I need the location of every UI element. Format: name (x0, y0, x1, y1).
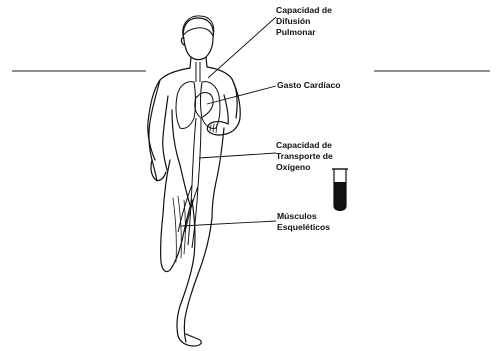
label-line: Transporte de (276, 151, 333, 162)
lung-left (176, 82, 196, 129)
label-line: Pulmonar (276, 27, 332, 38)
runner-arm-right (224, 79, 240, 134)
test-tube-icon (332, 169, 348, 211)
runner-foot (178, 334, 201, 346)
label-line: Capacidad de (276, 140, 333, 151)
leader-transporte (199, 153, 276, 158)
label-line: Capacidad de (276, 5, 332, 16)
leader-difusion (208, 17, 276, 78)
label-gasto-cardiaco: Gasto Cardíaco (277, 80, 341, 91)
label-line: Esqueléticos (277, 222, 330, 233)
runner-arm-left (149, 80, 168, 181)
runner-figure (148, 16, 240, 346)
runner-torso (148, 67, 237, 218)
runner-hair (183, 16, 214, 36)
label-capacidad-transporte-oxigeno: Capacidad de Transporte de Oxígeno (276, 140, 333, 173)
label-line: Músculos (277, 211, 330, 222)
organs (176, 62, 220, 248)
trachea (196, 62, 200, 82)
label-line: Oxígeno (276, 162, 333, 173)
blood-vessels (178, 118, 201, 248)
heart (195, 93, 213, 118)
leader-gasto (207, 86, 276, 104)
label-line: Difusión (276, 16, 332, 27)
label-capacidad-difusion-pulmonar: Capacidad de Difusión Pulmonar (276, 5, 332, 38)
runner-leg-right (177, 200, 212, 342)
runner-head (183, 18, 213, 60)
label-line: Gasto Cardíaco (277, 80, 341, 91)
label-musculos-esqueleticos: Músculos Esqueléticos (277, 211, 330, 233)
